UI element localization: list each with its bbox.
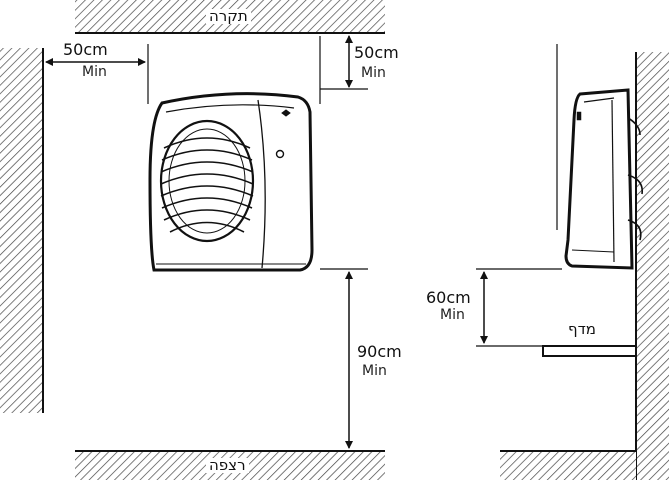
shelf-distance-min: Min [440,307,465,323]
floor-distance-value: 90cm [357,342,402,361]
top-distance-value: 50cm [354,43,399,62]
shelf [542,345,637,357]
top-distance-min: Min [361,65,386,81]
extension-lines [147,36,368,270]
right-extension-lines [476,268,562,347]
side-distance-min: Min [82,64,107,80]
dimension-arrows [45,35,488,449]
fan-grille-icon [160,137,254,233]
floor-label: רצפה [206,458,249,473]
shelf-label: מדף [568,320,596,338]
floor-distance-min: Min [362,363,387,379]
ceiling-label: תקרה [206,9,251,24]
shelf-distance-value: 60cm [426,288,471,307]
heater-front [148,92,314,272]
side-distance-value: 50cm [63,40,108,59]
heater-side [564,88,644,270]
left-wall-hatch [0,48,44,413]
right-floor-hatch [500,450,636,480]
right-wall-hatch [635,52,669,480]
power-knob-icon [275,149,285,159]
